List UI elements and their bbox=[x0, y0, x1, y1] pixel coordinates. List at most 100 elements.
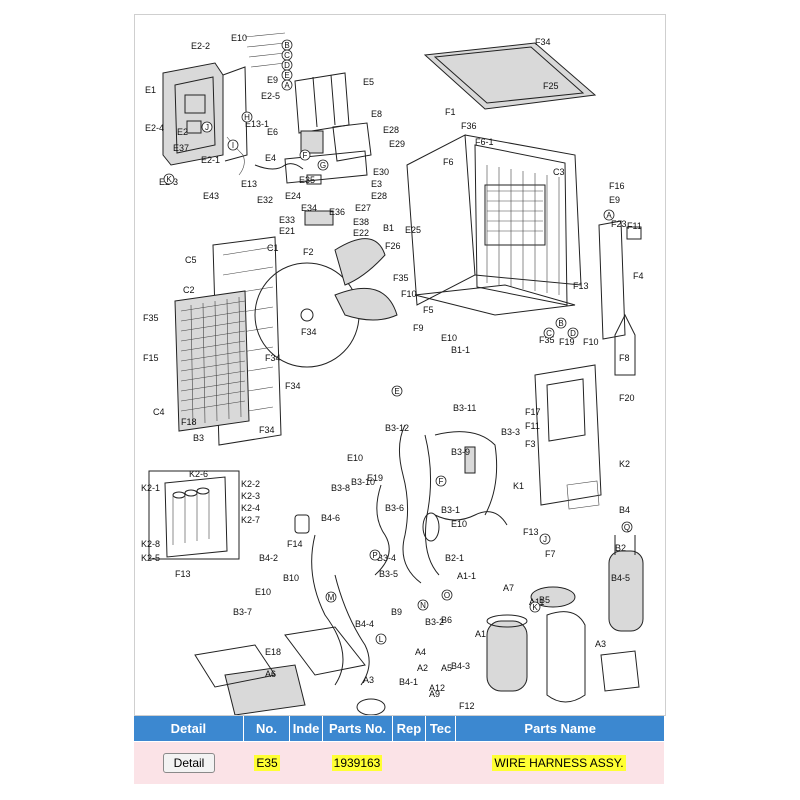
part-label: A7 bbox=[503, 583, 514, 593]
parts-name-value: WIRE HARNESS ASSY. bbox=[492, 755, 626, 771]
part-label: E9 bbox=[609, 195, 620, 205]
part-label: E2-4 bbox=[145, 123, 164, 133]
connector-marker: A bbox=[281, 79, 293, 91]
part-label: B3-6 bbox=[385, 503, 404, 513]
part-label: K2-8 bbox=[141, 539, 160, 549]
part-label: F34 bbox=[259, 425, 275, 435]
header-parts-no: Parts No. bbox=[323, 716, 394, 741]
table-row: Detail E35 1939163 WIRE HARNESS ASSY. bbox=[134, 742, 664, 784]
part-label: B4-2 bbox=[259, 553, 278, 563]
svg-text:F: F bbox=[439, 477, 444, 486]
part-label: E19 bbox=[367, 473, 383, 483]
svg-text:M: M bbox=[328, 593, 335, 602]
part-label: B9 bbox=[391, 607, 402, 617]
part-label: E35 bbox=[299, 175, 315, 185]
svg-text:K: K bbox=[166, 175, 172, 184]
connector-marker: P bbox=[369, 549, 381, 561]
part-label: E38 bbox=[353, 217, 369, 227]
connector-marker: Q bbox=[621, 521, 633, 533]
part-label: F13 bbox=[175, 569, 191, 579]
connector-marker: A bbox=[603, 209, 615, 221]
part-label: B3 bbox=[193, 433, 204, 443]
connector-marker: K bbox=[529, 601, 541, 613]
fan-group bbox=[174, 236, 398, 446]
part-label: F34 bbox=[301, 327, 317, 337]
svg-text:O: O bbox=[444, 591, 450, 600]
connector-marker: O bbox=[441, 589, 453, 601]
part-label: C1 bbox=[267, 243, 279, 253]
part-label: A12 bbox=[429, 683, 445, 693]
part-label: F34 bbox=[265, 353, 281, 363]
part-label: K2-2 bbox=[241, 479, 260, 489]
part-label: E13-1 bbox=[245, 119, 269, 129]
part-label: E3 bbox=[371, 179, 382, 189]
part-label: E8 bbox=[371, 109, 382, 119]
part-label: E27 bbox=[355, 203, 371, 213]
connector-marker: B bbox=[555, 317, 567, 329]
part-label: F13 bbox=[523, 527, 539, 537]
connector-marker: F bbox=[299, 149, 311, 161]
part-label: F11 bbox=[627, 221, 642, 231]
part-label: A1-1 bbox=[457, 571, 476, 581]
part-label: E34 bbox=[301, 203, 317, 213]
part-label: B3-2 bbox=[425, 617, 444, 627]
part-label: E10 bbox=[255, 587, 271, 597]
part-label: E10 bbox=[451, 519, 467, 529]
part-label: F12 bbox=[459, 701, 475, 711]
part-label: F14 bbox=[287, 539, 303, 549]
side-panel-group bbox=[534, 364, 602, 510]
part-label: B3-8 bbox=[331, 483, 350, 493]
part-label: E1 bbox=[145, 85, 156, 95]
part-label: F35 bbox=[393, 273, 409, 283]
header-tec: Tec bbox=[426, 716, 457, 741]
part-label: F10 bbox=[401, 289, 417, 299]
header-parts-name: Parts Name bbox=[524, 721, 596, 736]
svg-text:N: N bbox=[420, 601, 426, 610]
part-label: B4-3 bbox=[451, 661, 470, 671]
part-label: F10 bbox=[583, 337, 599, 347]
part-label: F34 bbox=[535, 37, 551, 47]
connector-marker: J bbox=[539, 533, 551, 545]
header-detail: Detail bbox=[134, 716, 244, 741]
part-label: E2-5 bbox=[261, 91, 280, 101]
part-label: A6 bbox=[265, 669, 276, 679]
diagram-canvas: E10E2-2E1E2-5E9E5E8E28E29E2-4E2E13-1E37E… bbox=[141, 32, 644, 715]
part-label: B5 bbox=[539, 595, 550, 605]
index-cell bbox=[290, 742, 322, 784]
svg-text:P: P bbox=[372, 551, 377, 560]
connector-marker: D bbox=[281, 59, 293, 71]
part-label: E18 bbox=[265, 647, 281, 657]
connector-marker: F bbox=[435, 475, 447, 487]
part-label: A4 bbox=[415, 647, 426, 657]
part-label: E25 bbox=[405, 225, 421, 235]
part-label: C3 bbox=[553, 167, 565, 177]
part-label: F36 bbox=[461, 121, 477, 131]
connector-marker: J bbox=[201, 121, 213, 133]
part-label: F7 bbox=[545, 549, 556, 559]
svg-text:I: I bbox=[232, 141, 234, 150]
part-label: A3 bbox=[595, 639, 606, 649]
part-label: B3-11 bbox=[453, 403, 476, 413]
part-label: A9 bbox=[429, 689, 440, 699]
part-label: F2 bbox=[303, 247, 314, 257]
svg-text:B: B bbox=[284, 41, 289, 50]
part-label: F4 bbox=[633, 271, 644, 281]
part-label: F16 bbox=[609, 181, 625, 191]
part-label: E2-1 bbox=[201, 155, 220, 165]
part-label: E43 bbox=[203, 191, 219, 201]
svg-text:A: A bbox=[284, 81, 290, 90]
part-label: B4-4 bbox=[355, 619, 374, 629]
part-label: E9 bbox=[267, 75, 278, 85]
connector-marker: E bbox=[281, 69, 293, 81]
svg-text:L: L bbox=[379, 635, 384, 644]
part-label: B4 bbox=[619, 505, 630, 515]
part-label: B1 bbox=[383, 223, 394, 233]
detail-button[interactable]: Detail bbox=[162, 753, 216, 773]
part-label: B4-5 bbox=[611, 573, 630, 583]
parts-no-cell: 1939163 bbox=[322, 742, 392, 784]
part-label: B4-6 bbox=[321, 513, 340, 523]
part-label: F23 bbox=[611, 219, 627, 229]
part-label: E21 bbox=[279, 226, 295, 236]
tec-cell bbox=[424, 742, 454, 784]
svg-text:J: J bbox=[543, 535, 547, 544]
